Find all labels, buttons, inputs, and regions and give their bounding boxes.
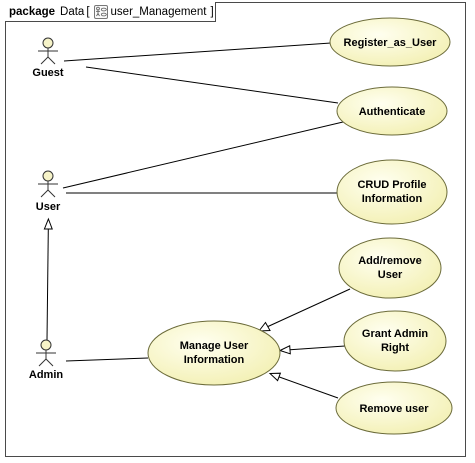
- gen-grant-manage-line[interactable]: [289, 345, 346, 351]
- package-tab: package Data [ user_Management ]: [5, 2, 216, 22]
- gen-remove-manage-arrowhead: [268, 372, 282, 382]
- assoc-guest-authenticate[interactable]: [85, 66, 339, 104]
- actor-admin[interactable]: Admin: [29, 339, 64, 381]
- actor-user-label: User: [36, 201, 61, 213]
- generalizations: [43, 217, 351, 399]
- diagram-name: user_Management: [110, 5, 207, 18]
- gen-addremove-manage-line[interactable]: [267, 288, 351, 327]
- gen-addremove-manage-arrowhead: [257, 321, 271, 332]
- use-case-grant-admin-label-line1: Grant Admin: [362, 328, 428, 340]
- use-case-authenticate-label: Authenticate: [359, 106, 426, 118]
- use-case-register[interactable]: Register_as_User: [329, 17, 451, 67]
- gen-admin-user-arrowhead: [43, 217, 53, 230]
- use-case-add-remove[interactable]: Add/remove User: [338, 237, 442, 299]
- bracket-close: ]: [210, 5, 214, 18]
- package-keyword: package: [9, 5, 56, 18]
- actor-guest-label: Guest: [32, 67, 64, 79]
- actor-user[interactable]: User: [36, 170, 61, 213]
- gen-admin-user-line[interactable]: [46, 228, 49, 341]
- use-case-register-label: Register_as_User: [344, 37, 438, 49]
- package-name: Data: [60, 5, 85, 18]
- use-case-remove-user[interactable]: Remove user: [335, 381, 453, 435]
- use-case-add-remove-label-line2: User: [378, 269, 403, 281]
- use-case-crud-profile-label-line2: Information: [362, 193, 423, 205]
- use-case-diagram-icon: [93, 4, 108, 19]
- actor-admin-label: Admin: [29, 369, 64, 381]
- use-case-remove-user-label: Remove user: [359, 403, 429, 415]
- associations: [62, 42, 344, 362]
- use-case-manage-user-label-line2: Information: [184, 354, 245, 366]
- use-case-manage-user-label-line1: Manage User: [180, 340, 249, 352]
- use-case-crud-profile[interactable]: CRUD Profile Information: [336, 159, 448, 225]
- use-case-manage-user[interactable]: Manage User Information: [147, 320, 281, 386]
- assoc-user-authenticate[interactable]: [62, 121, 344, 189]
- use-case-crud-profile-label-line1: CRUD Profile: [357, 179, 426, 191]
- gen-remove-manage-line[interactable]: [278, 376, 339, 399]
- assoc-admin-manage[interactable]: [65, 357, 149, 362]
- bracket-open: [: [86, 5, 90, 18]
- gen-grant-manage-arrowhead: [278, 345, 291, 355]
- assoc-guest-register[interactable]: [63, 42, 332, 62]
- actor-guest[interactable]: Guest: [32, 37, 64, 79]
- use-case-grant-admin[interactable]: Grant Admin Right: [343, 310, 447, 372]
- use-case-grant-admin-label-line2: Right: [381, 342, 409, 354]
- use-case-authenticate[interactable]: Authenticate: [336, 86, 448, 136]
- use-case-add-remove-label-line1: Add/remove: [358, 255, 422, 267]
